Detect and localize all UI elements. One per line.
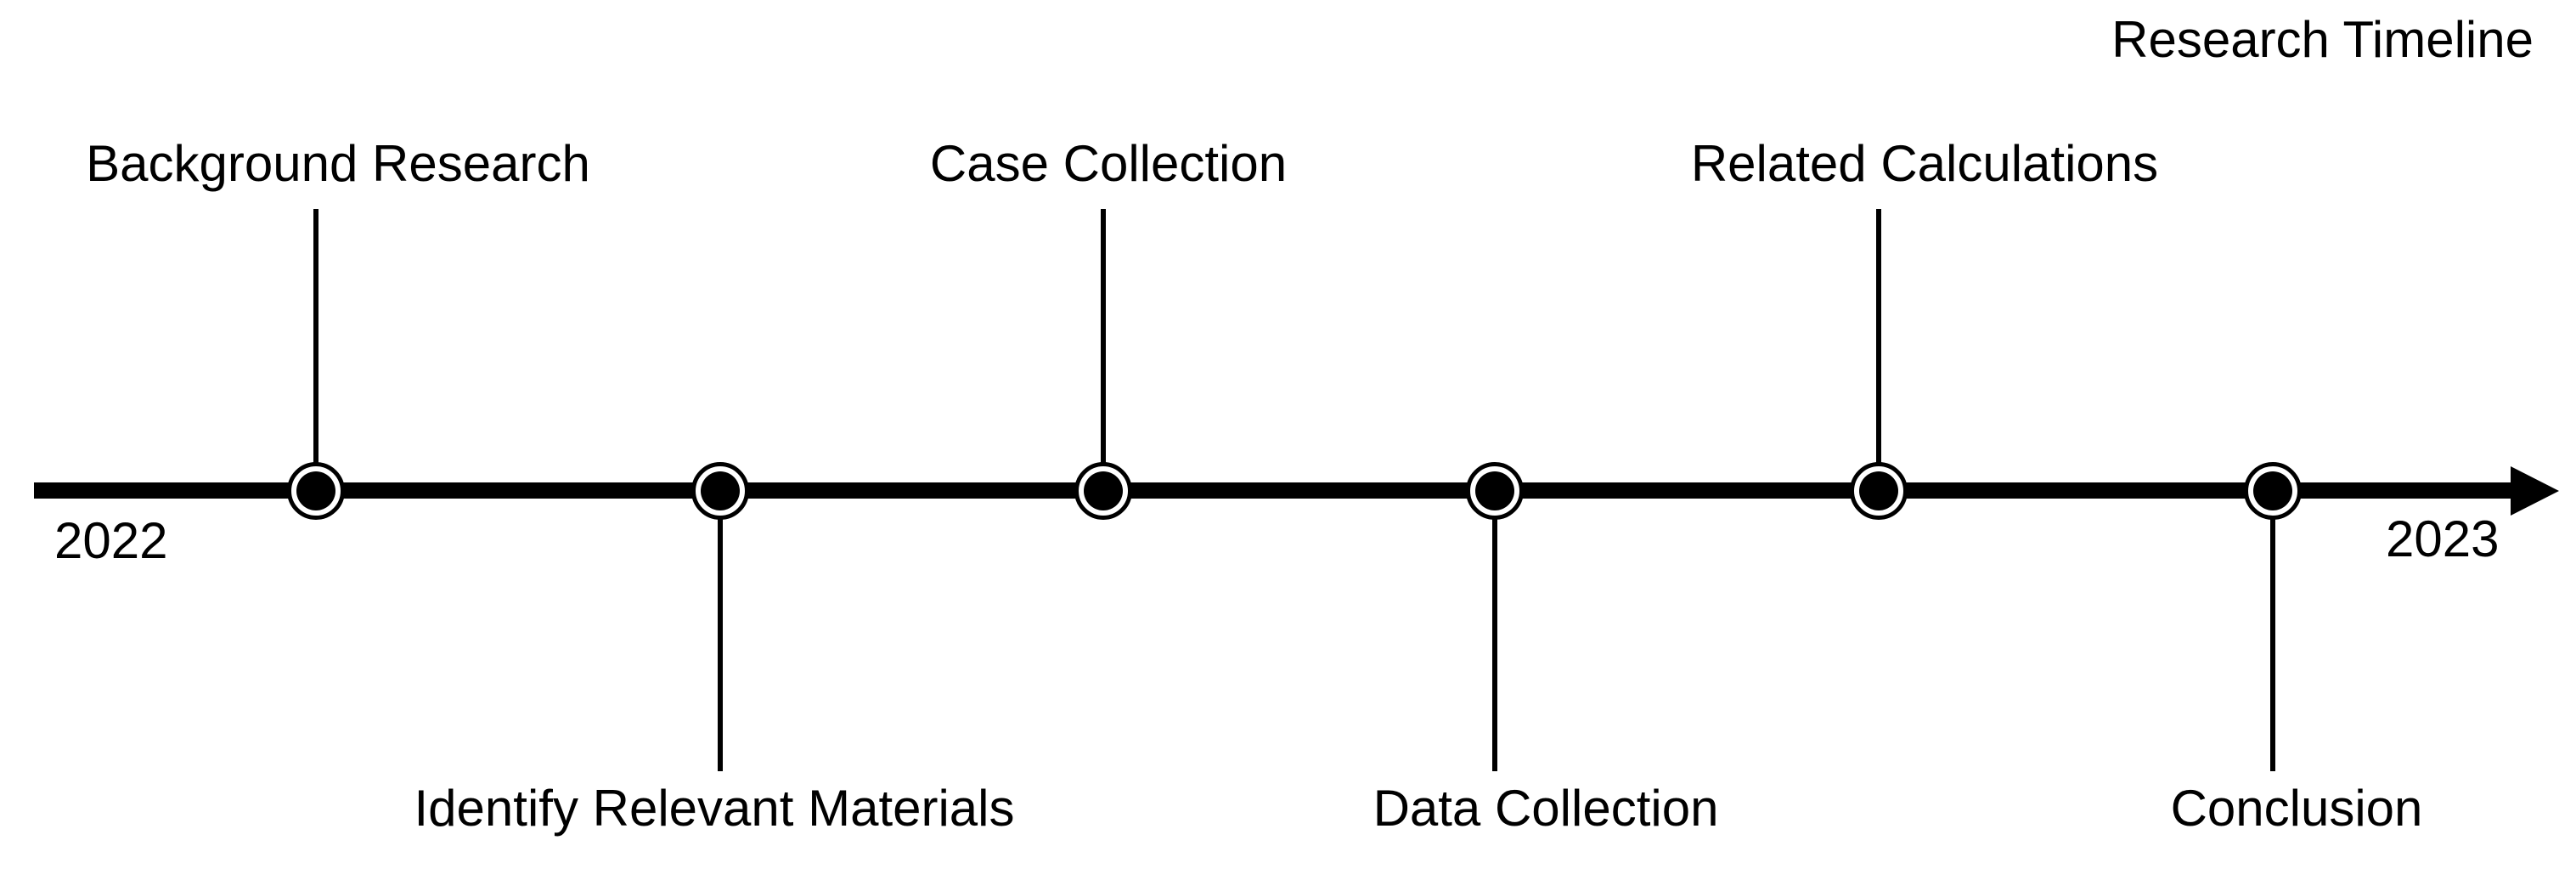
milestone-dot xyxy=(1466,462,1524,520)
milestone-connector xyxy=(1876,209,1881,464)
timeline-arrowhead-icon xyxy=(2511,466,2559,516)
milestone-connector xyxy=(313,209,318,464)
milestone-dot xyxy=(2244,462,2302,520)
milestone-label: Related Calculations xyxy=(1690,135,2159,192)
milestone-label: Case Collection xyxy=(929,135,1288,192)
milestone-connector xyxy=(2270,518,2275,771)
diagram-title: Research Timeline xyxy=(2111,11,2534,68)
milestone-dot xyxy=(691,462,749,520)
milestone-dot xyxy=(1074,462,1132,520)
milestone-dot-core-icon xyxy=(1475,471,1514,510)
milestone-connector xyxy=(718,518,723,771)
milestone-connector xyxy=(1492,518,1497,771)
milestone-dot xyxy=(1850,462,1908,520)
milestone-dot-core-icon xyxy=(1084,471,1123,510)
milestone-connector xyxy=(1101,209,1106,464)
timeline-axis-line xyxy=(34,482,2514,499)
milestone-label: Identify Relevant Materials xyxy=(414,780,1015,837)
axis-end-year-label: 2023 xyxy=(2386,510,2500,567)
milestone-dot-core-icon xyxy=(1859,471,1898,510)
milestone-label: Data Collection xyxy=(1373,780,1719,837)
milestone-dot-core-icon xyxy=(2253,471,2292,510)
milestone-dot xyxy=(287,462,345,520)
milestone-dot-core-icon xyxy=(701,471,740,510)
axis-start-year-label: 2022 xyxy=(54,512,168,569)
milestone-label: Background Research xyxy=(86,135,590,192)
milestone-dot-core-icon xyxy=(296,471,335,510)
milestone-label: Conclusion xyxy=(2170,780,2423,837)
